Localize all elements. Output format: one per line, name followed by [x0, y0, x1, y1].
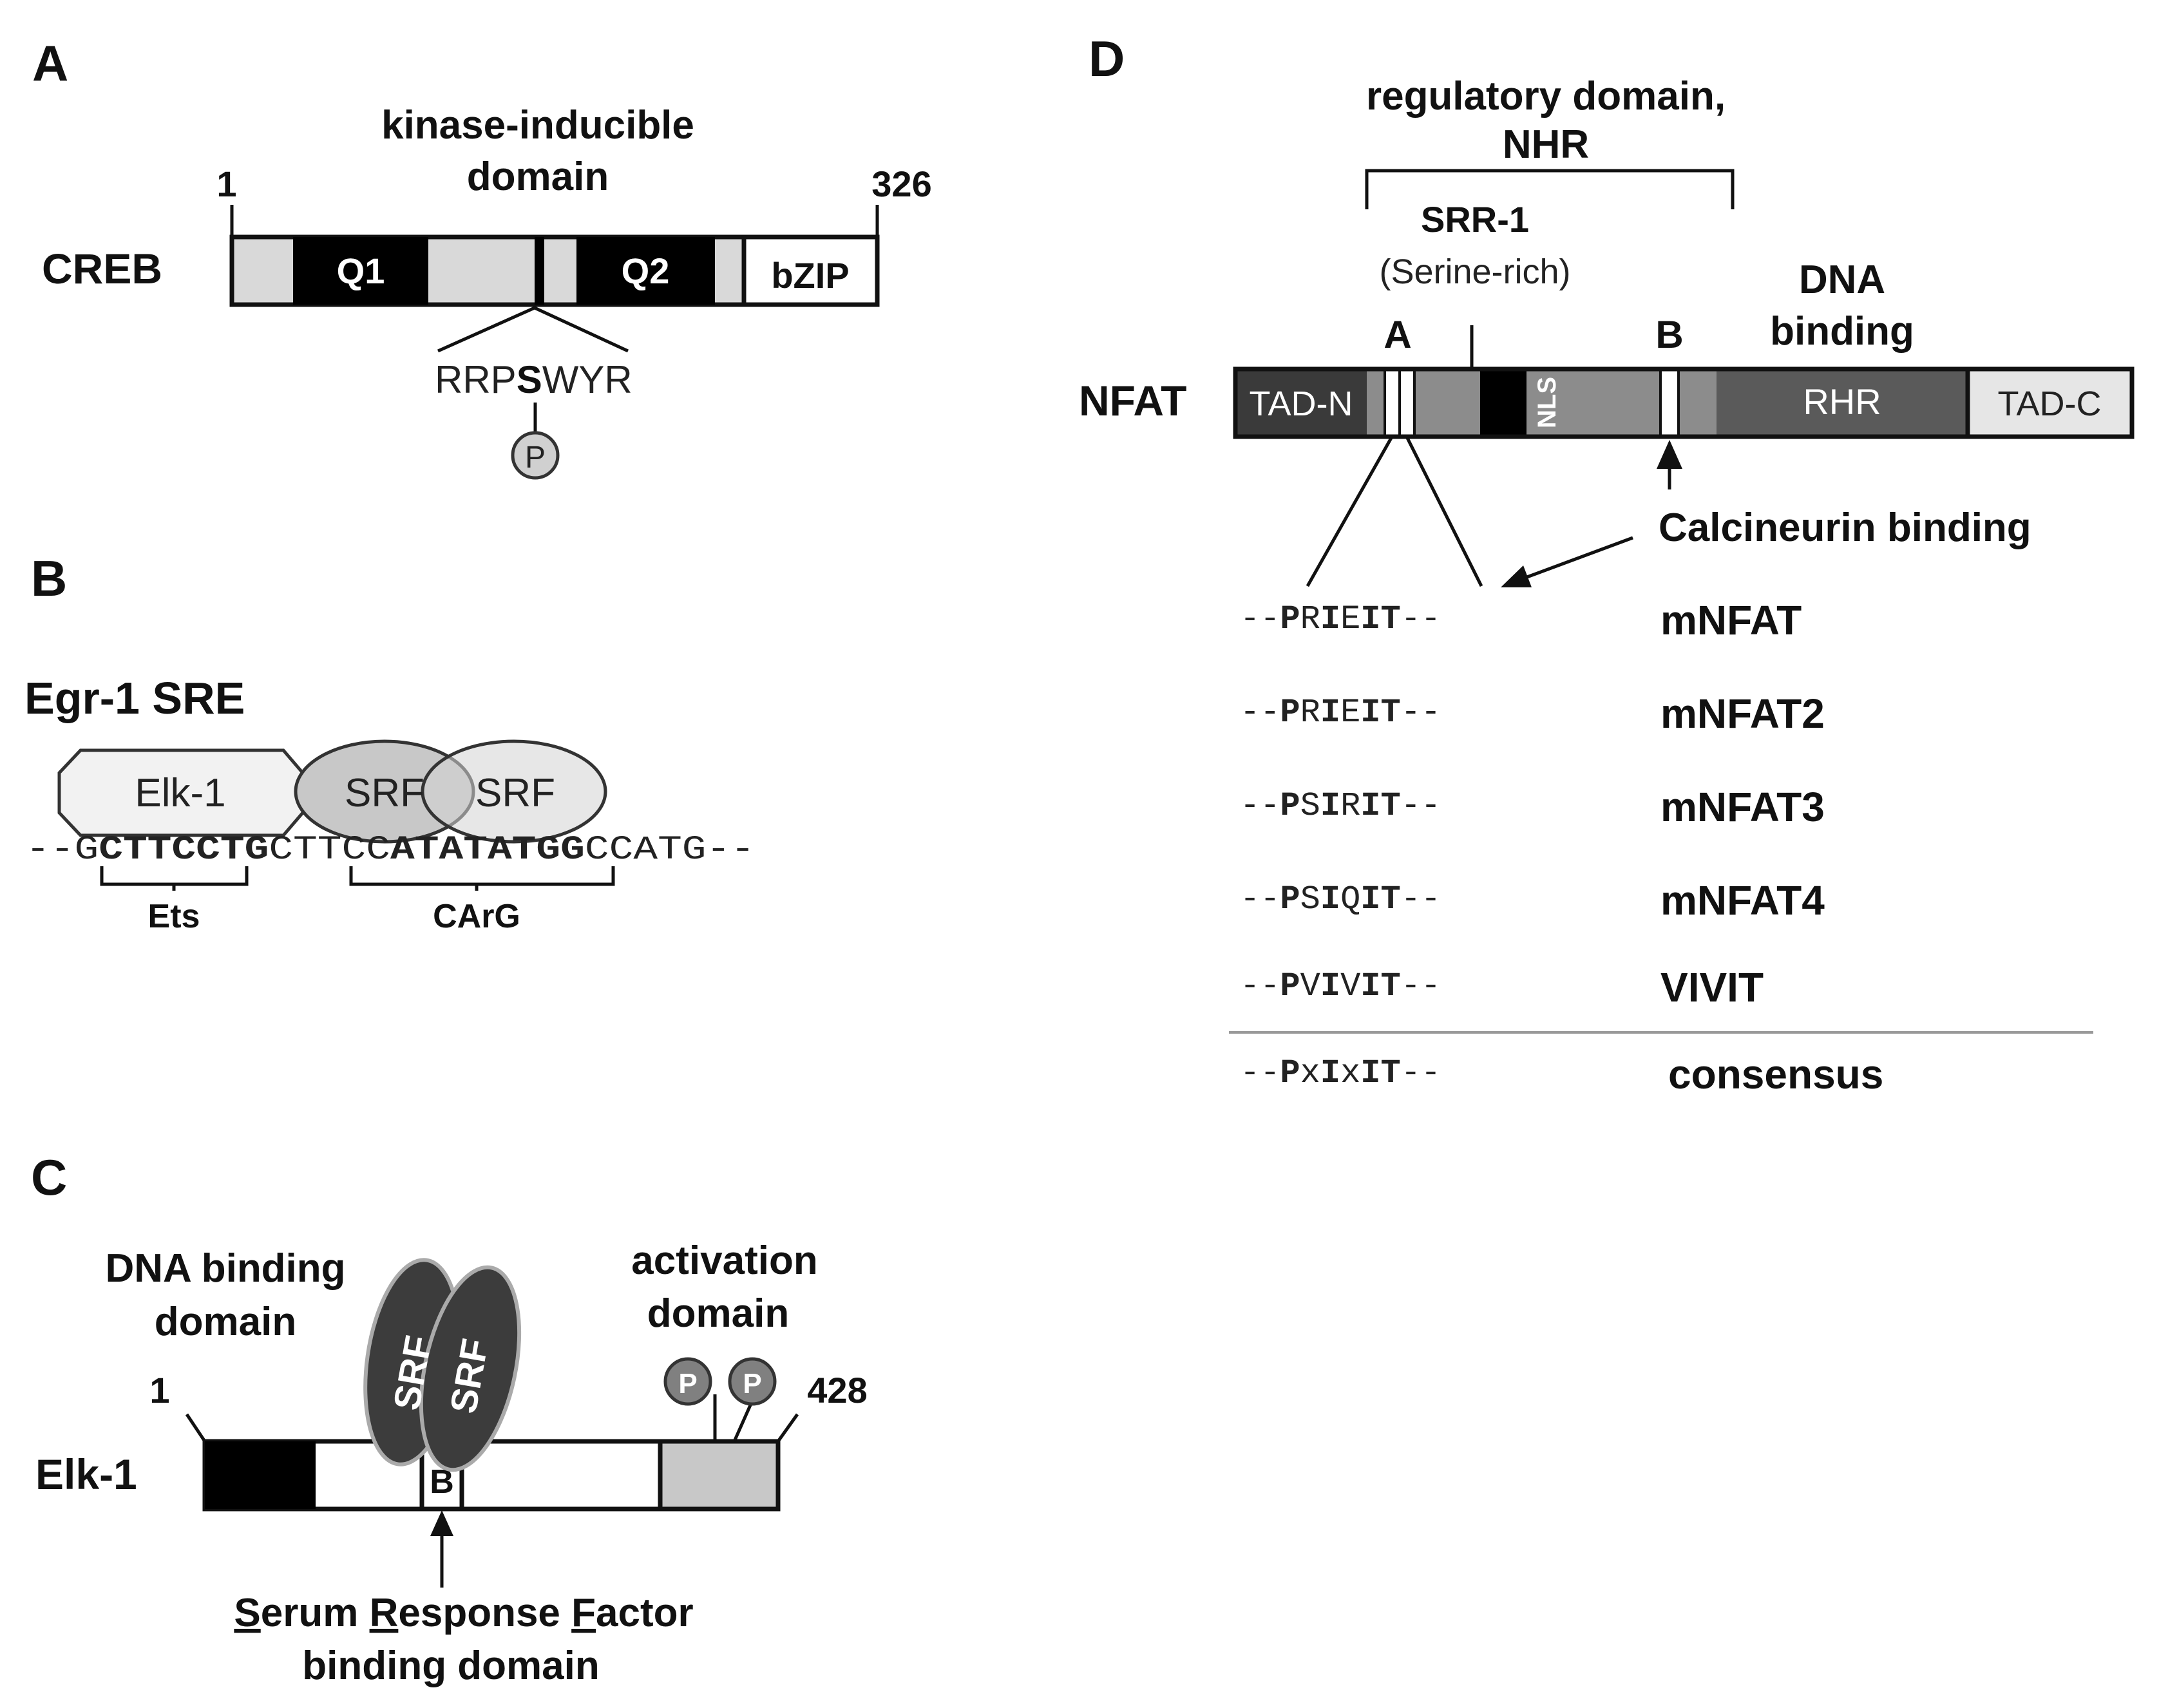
panel-b-letter: B [31, 550, 67, 607]
creb-label: CREB [42, 245, 162, 292]
nfat-sequence-row: --PRIEIT-- [1240, 600, 1441, 638]
nfat-rhr-segment [1717, 369, 1968, 437]
kid-title-line2: domain [467, 155, 609, 199]
nfat-sequence-list: --PRIEIT-- mNFAT --PRIEIT-- mNFAT2 --PSIRIT-… [1240, 597, 1883, 1097]
nfat-variant-name: mNFAT3 [1660, 784, 1825, 830]
srr1-label: SRR-1 [1421, 199, 1529, 240]
regulatory-bracket [1365, 169, 1735, 209]
dbd-title-line1: DNA binding [105, 1246, 345, 1291]
motif-a-label: A [1384, 313, 1411, 356]
creb-phospho-circle [511, 431, 560, 480]
motif-a-callout-left [1306, 437, 1393, 587]
panel-c-letter: C [31, 1149, 67, 1206]
calcineurin-a-arrow-head [1501, 565, 1532, 587]
nfat-nls-segment [1480, 369, 1527, 437]
srf-label-1: SRF [345, 771, 424, 815]
creb-kid-divider [535, 237, 544, 305]
panel-d: D regulatory domain, NHR SRR-1 (Serine-r… [1079, 30, 2135, 1097]
nfat-variant-name: VIVIT [1660, 964, 1764, 1011]
nfat-motif-b-box [1659, 368, 1680, 438]
act-title-line2: domain [647, 1291, 789, 1336]
ets-bracket [100, 866, 249, 886]
creb-bzip-label: bZIP [771, 255, 849, 296]
nfat-tad-c-label: TAD-C [1998, 384, 2102, 423]
carg-bracket [349, 866, 615, 886]
nfat-sequence-row: --PSIRIT-- [1240, 787, 1441, 825]
nfat-nls-label: NLS [1533, 377, 1561, 428]
panel-a: A kinase-inducible domain 1 326 CREB Q1 … [32, 35, 932, 480]
calcineurin-label: Calcineurin binding [1659, 506, 2031, 550]
calcineurin-b-arrow-head [1657, 440, 1682, 469]
nfat-rhr-label: RHR [1803, 381, 1881, 422]
creb-q1-segment [293, 237, 428, 305]
act-title-line1: activation [631, 1238, 817, 1283]
dbd-title-line2: domain [155, 1300, 296, 1344]
consensus-label: consensus [1668, 1051, 1883, 1097]
elk1-dbd-segment [205, 1441, 316, 1509]
nfat-bar-outline [1233, 366, 2135, 439]
creb-phospho-label: P [525, 441, 546, 475]
creb-q2-label: Q2 [622, 251, 670, 291]
elk1-phospho-circle-2 [728, 1357, 777, 1406]
nfat-tad-n-label: TAD-N [1250, 384, 1353, 423]
elk1-octagon [57, 748, 305, 837]
carg-label: CArG [433, 898, 520, 935]
nfat-variant-name: mNFAT2 [1660, 690, 1825, 737]
serine-rich-label: (Serine-rich) [1379, 252, 1570, 291]
elk1-b-arrow-head [430, 1510, 453, 1536]
regulatory-title-line1: regulatory domain, [1366, 74, 1726, 119]
calcineurin-a-arrow-shaft [1519, 536, 1633, 582]
creb-bzip-segment [741, 234, 880, 307]
egr1-sre-title: Egr-1 SRE [24, 673, 245, 723]
elk1-activation-segment [658, 1439, 781, 1512]
kid-title-line1: kinase-inducible [381, 103, 694, 147]
elk1-p2-stem [732, 1400, 754, 1443]
creb-q2-segment [576, 237, 715, 305]
elk1-label: Elk-1 [135, 771, 225, 815]
regulatory-title-line2: NHR [1503, 122, 1589, 167]
ets-label: Ets [148, 898, 200, 935]
dna-binding-line2: binding [1770, 309, 1914, 354]
creb-motif: RRPSWYR [435, 358, 632, 401]
nfat-label: NFAT [1079, 377, 1186, 424]
creb-start-number: 1 [216, 164, 236, 204]
nfat-sequence-row: --PVIVIT-- [1240, 967, 1441, 1005]
creb-motif-callout [437, 306, 629, 353]
consensus-sequence: --PxIxIT-- [1240, 1054, 1441, 1092]
motif-b-label: B [1655, 313, 1683, 356]
elk1-start-number: 1 [149, 1370, 169, 1410]
nfat-variant-name: mNFAT [1660, 597, 1802, 643]
srf-ellipse-2 [421, 739, 607, 844]
motif-a-callout-right [1405, 437, 1483, 587]
srf-binding-line1: Serum Response Factor [234, 1591, 693, 1635]
nfat-variant-name: mNFAT4 [1660, 877, 1825, 924]
elk1-start-tick [185, 1413, 207, 1443]
elk1-end-tick [776, 1413, 799, 1443]
nfat-tad-n-segment [1235, 369, 1367, 437]
nfat-sequence-row: --PSIQIT-- [1240, 880, 1441, 918]
dna-binding-line1: DNA [1799, 258, 1885, 302]
elk1-srf-ellipse-2 [419, 1265, 522, 1472]
srf-binding-line2: binding domain [302, 1644, 600, 1688]
panel-a-letter: A [32, 35, 68, 91]
elk1-end-number: 428 [807, 1370, 867, 1410]
elk1-protein-label: Elk-1 [35, 1450, 137, 1498]
creb-q1-label: Q1 [337, 251, 385, 291]
nfat-sequence-row: --PRIEIT-- [1240, 694, 1441, 732]
elk1-phospho-label-1: P [678, 1368, 697, 1400]
elk1-phospho-label-2: P [743, 1368, 761, 1400]
srf-label-2: SRF [475, 771, 555, 815]
panel-d-letter: D [1089, 30, 1125, 87]
panel-c: C DNA binding domain activation domain 1… [31, 1149, 868, 1688]
creb-end-number: 326 [871, 164, 931, 204]
elk1-phospho-circle-1 [663, 1357, 712, 1406]
